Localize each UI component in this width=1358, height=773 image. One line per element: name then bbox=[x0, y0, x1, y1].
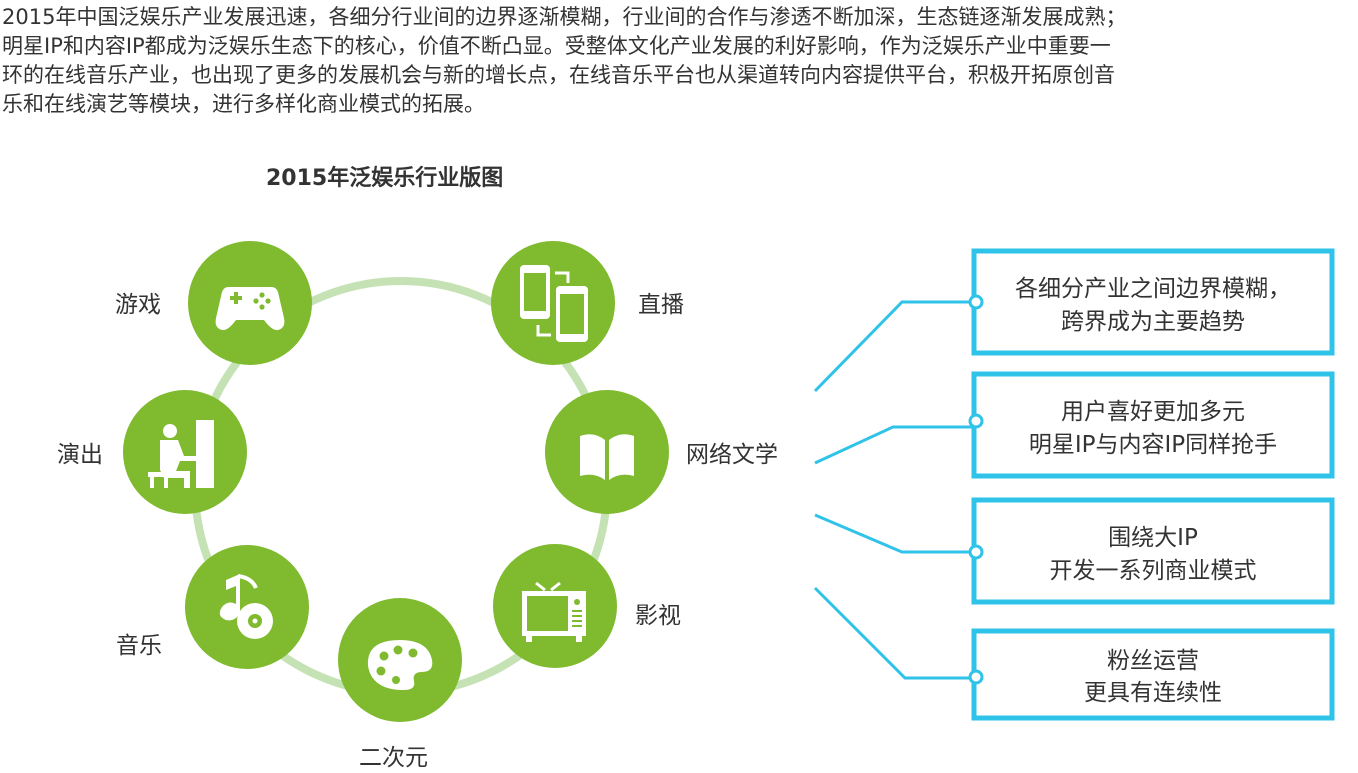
connector-line bbox=[813, 300, 976, 393]
connector-dot bbox=[968, 544, 984, 560]
node-online-literature: 网络文学 bbox=[545, 390, 778, 514]
open-book-icon bbox=[580, 434, 634, 480]
node-film-tv: 影视 bbox=[493, 544, 681, 668]
box-line-1: 用户喜好更加多元 bbox=[1061, 399, 1245, 425]
node-label: 二次元 bbox=[359, 745, 428, 771]
feature-box: 各细分产业之间边界模糊， 跨界成为主要趋势 bbox=[968, 248, 1335, 356]
node-live-streaming: 直播 bbox=[491, 241, 684, 365]
mobile-devices-icon bbox=[520, 265, 588, 342]
node-label: 演出 bbox=[57, 442, 103, 468]
feature-box: 粉丝运营 更具有连续性 bbox=[968, 628, 1335, 721]
feature-box: 围绕大IP 开发一系列商业模式 bbox=[968, 497, 1335, 605]
node-circle bbox=[123, 390, 247, 514]
intro-line: 乐和在线演艺等模块，进行多样化商业模式的拓展。 bbox=[2, 92, 485, 116]
gamepad-icon bbox=[215, 287, 285, 331]
connector-dot bbox=[968, 669, 984, 685]
palette-icon bbox=[367, 640, 433, 690]
node-circle bbox=[545, 390, 669, 514]
box-line-1: 围绕大IP bbox=[1108, 525, 1198, 551]
box-line-1: 粉丝运营 bbox=[1107, 648, 1199, 674]
box-line-2: 明星IP与内容IP同样抢手 bbox=[1029, 432, 1277, 458]
connector-line bbox=[814, 425, 976, 465]
box-line-1: 各细分产业之间边界模糊， bbox=[1015, 276, 1291, 302]
connector-dot bbox=[968, 294, 984, 310]
intro-paragraph: 2015年中国泛娱乐产业发展迅速，各细分行业间的边界逐渐模糊，行业间的合作与渗透… bbox=[2, 3, 1354, 119]
intro-line: 环的在线音乐产业，也出现了更多的发展机会与新的增长点，在线音乐平台也从渠道转向内… bbox=[2, 63, 1115, 87]
connector-dot bbox=[968, 413, 984, 429]
connectors bbox=[813, 300, 976, 680]
box-line-2: 更具有连续性 bbox=[1084, 680, 1222, 706]
node-label: 网络文学 bbox=[686, 442, 778, 468]
box-line-2: 跨界成为主要趋势 bbox=[1061, 309, 1245, 335]
diagram-title: 2015年泛娱乐行业版图 bbox=[266, 166, 504, 191]
node-performance: 演出 bbox=[57, 390, 247, 514]
intro-line: 2015年中国泛娱乐产业发展迅速，各细分行业间的边界逐渐模糊，行业间的合作与渗透… bbox=[2, 5, 1127, 29]
node-label: 直播 bbox=[638, 292, 684, 318]
node-label: 游戏 bbox=[115, 292, 161, 318]
box-line-2: 开发一系列商业模式 bbox=[1050, 558, 1257, 584]
connector-line bbox=[813, 586, 976, 680]
tv-icon bbox=[522, 581, 586, 642]
node-label: 音乐 bbox=[116, 633, 162, 659]
node-games: 游戏 bbox=[115, 241, 312, 365]
node-music: 音乐 bbox=[116, 545, 309, 669]
connector-line bbox=[814, 513, 976, 554]
node-acg: 二次元 bbox=[338, 598, 462, 771]
piano-player-icon bbox=[148, 420, 214, 488]
feature-box: 用户喜好更加多元 明星IP与内容IP同样抢手 bbox=[968, 371, 1335, 479]
node-label: 影视 bbox=[635, 603, 681, 629]
music-note-disc-icon bbox=[219, 574, 273, 639]
node-circle bbox=[491, 241, 615, 365]
intro-line: 明星IP和内容IP都成为泛娱乐生态下的核心，价值不断凸显。受整体文化产业发展的利… bbox=[2, 34, 1111, 58]
